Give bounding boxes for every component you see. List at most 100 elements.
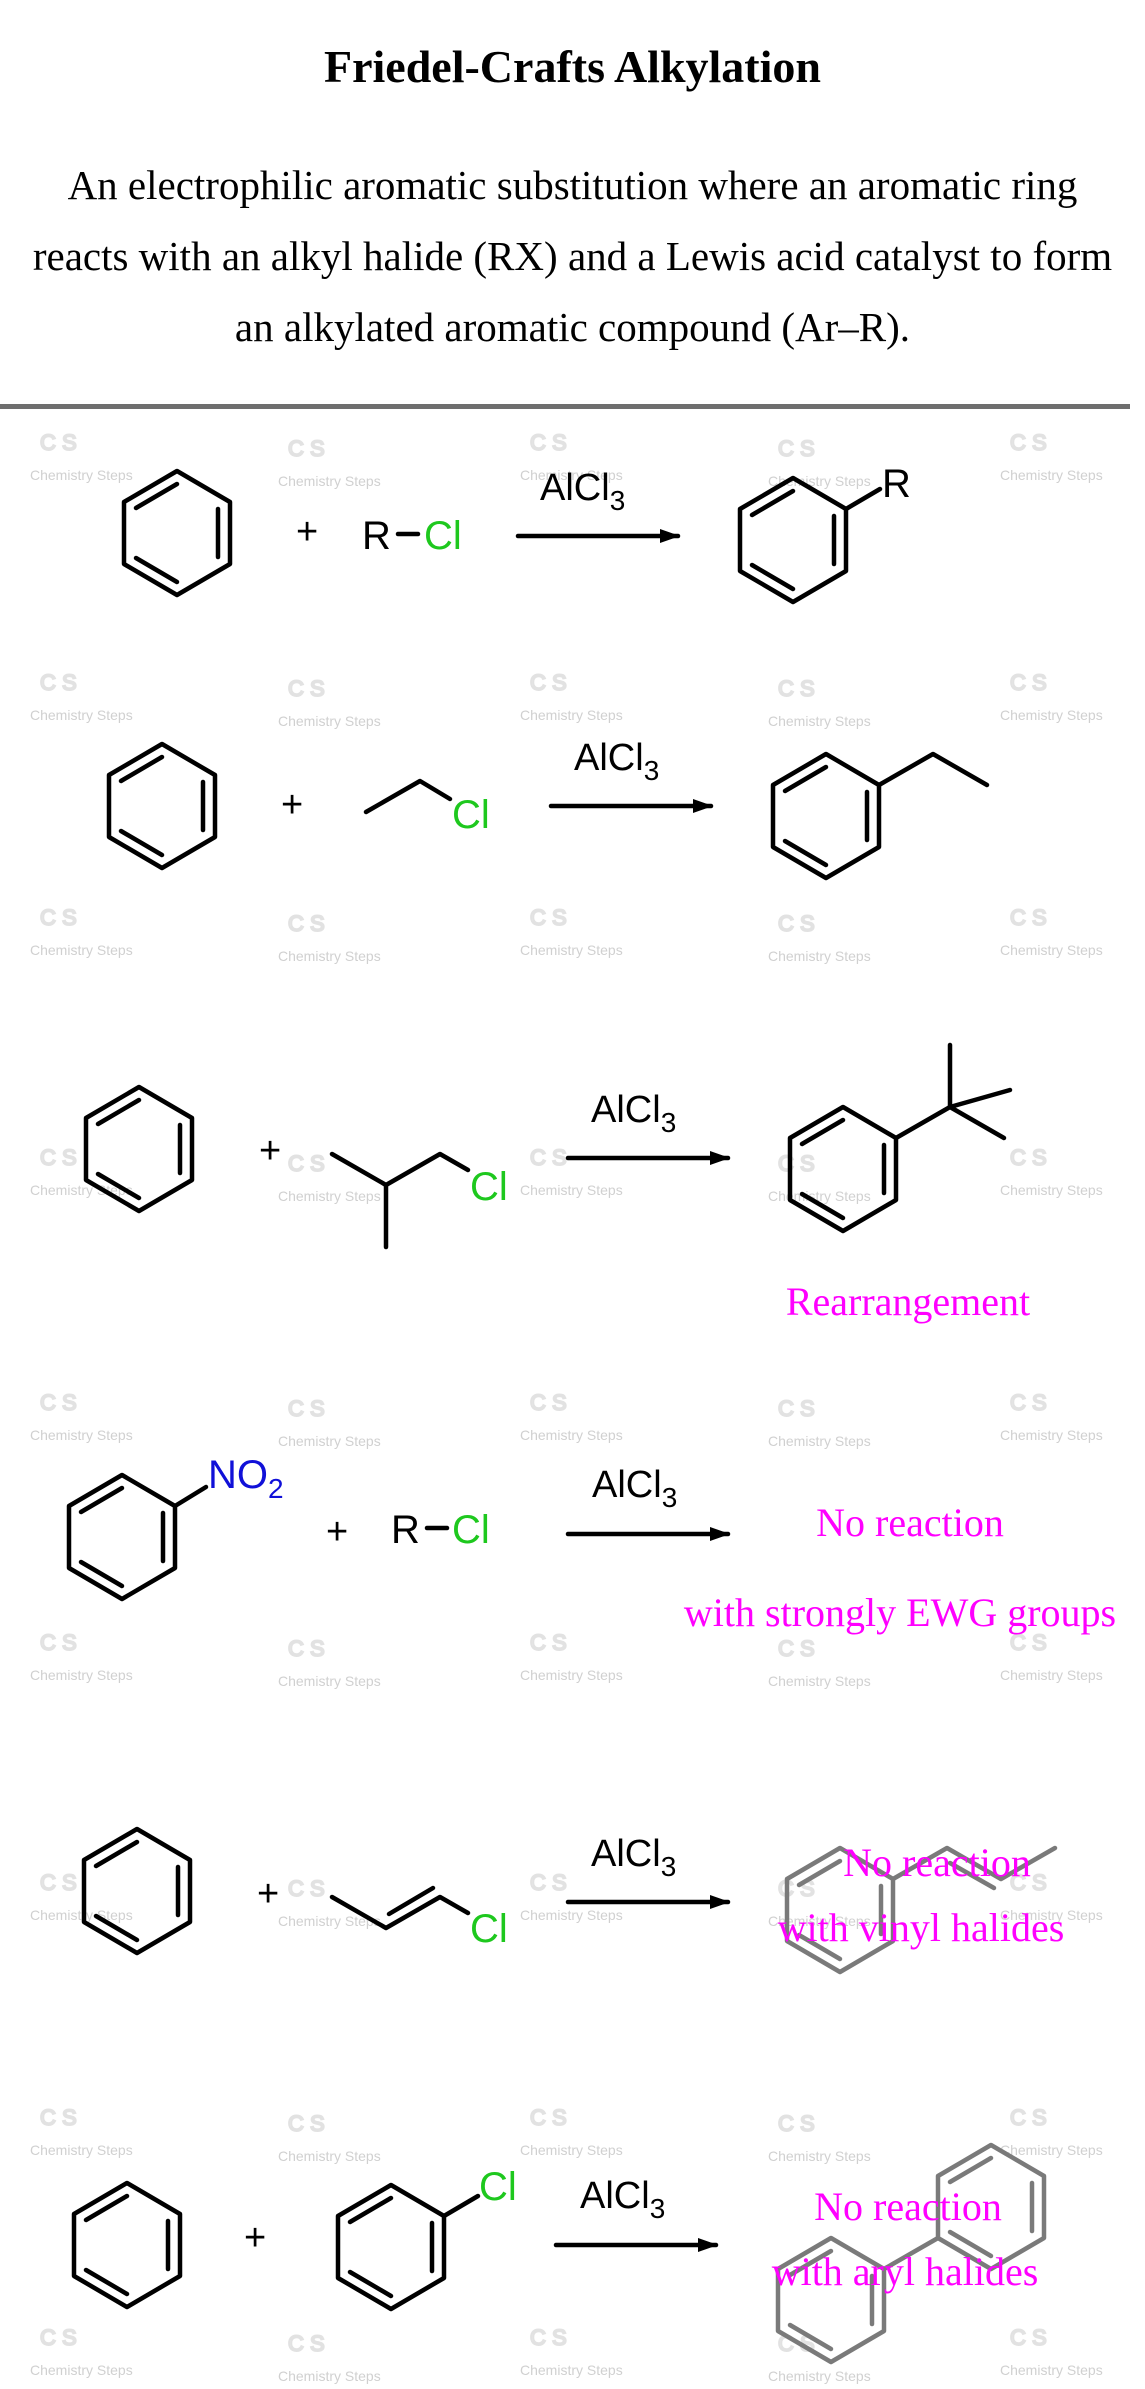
- watermark-text: Chemistry Steps: [278, 1188, 381, 1204]
- watermark-logo: C S: [40, 2325, 77, 2350]
- r-label: R: [362, 514, 391, 558]
- reaction-aryl-halide: + Cl AlCl3 No react: [71, 2142, 1047, 2365]
- watermark-text: Chemistry Steps: [768, 948, 871, 964]
- watermark-logo: C S: [288, 436, 325, 461]
- watermark-text: Chemistry Steps: [768, 2148, 871, 2164]
- watermark-text: Chemistry Steps: [520, 707, 623, 723]
- watermark-logo: C S: [530, 1390, 567, 1415]
- watermark-text: Chemistry Steps: [1000, 1182, 1103, 1198]
- watermark-text: Chemistry Steps: [520, 942, 623, 958]
- page-title: Friedel-Crafts Alkylation: [324, 41, 821, 92]
- rearrangement-note: Rearrangement: [786, 1279, 1030, 1324]
- watermark-text: Chemistry Steps: [768, 1433, 871, 1449]
- watermark-grid: C S Chemistry Steps C S Chemistry Steps C S C…: [30, 429, 1103, 2384]
- ewg-note: with strongly EWG groups: [684, 1590, 1116, 1635]
- watermark-text: Chemistry Steps: [30, 1907, 133, 1923]
- watermark-text: Chemistry Steps: [30, 2142, 133, 2158]
- watermark-text: Chemistry Steps: [30, 2362, 133, 2378]
- watermark-text: Chemistry Steps: [520, 1427, 623, 1443]
- aryl-note: with aryl halides: [772, 2249, 1039, 2294]
- watermark-text: Chemistry Steps: [1000, 467, 1103, 483]
- vinyl-chloride: Cl: [329, 1885, 508, 1951]
- alkylbenzene-product: R: [737, 462, 911, 605]
- watermark-logo: C S: [1010, 2325, 1047, 2350]
- cl-label: Cl: [479, 2165, 517, 2209]
- benzene-reactant: [83, 1084, 195, 1214]
- watermark-logo: C S: [530, 2105, 567, 2130]
- reaction-vinyl-halide: + Cl AlCl3 No reaction with vinyl halide…: [81, 1826, 1064, 1975]
- watermark-logo: C S: [1010, 1870, 1047, 1895]
- watermark-logo: C S: [40, 1870, 77, 1895]
- cl-label: Cl: [470, 1907, 508, 1951]
- watermark-logo: C S: [530, 905, 567, 930]
- catalyst-label: AlCl3: [574, 737, 659, 786]
- watermark-text: Chemistry Steps: [278, 1673, 381, 1689]
- watermark-text: Chemistry Steps: [768, 1673, 871, 1689]
- no-reaction-note: No reaction: [814, 2184, 1002, 2229]
- watermark-text: Chemistry Steps: [30, 942, 133, 958]
- watermark-text: Chemistry Steps: [278, 2148, 381, 2164]
- watermark-text: Chemistry Steps: [520, 1182, 623, 1198]
- watermark-logo: C S: [1010, 1145, 1047, 1170]
- cl-label: Cl: [424, 514, 462, 558]
- benzene-reactant: [81, 1826, 193, 1956]
- plus-sign: +: [296, 511, 318, 553]
- watermark-text: Chemistry Steps: [520, 1667, 623, 1683]
- watermark-logo: C S: [778, 1636, 815, 1661]
- catalyst-label: AlCl3: [580, 2175, 665, 2224]
- watermark-text: Chemistry Steps: [30, 1667, 133, 1683]
- watermark-logo: C S: [1010, 1630, 1047, 1655]
- watermark-logo: C S: [288, 1396, 325, 1421]
- watermark-text: Chemistry Steps: [278, 713, 381, 729]
- watermark-logo: C S: [40, 670, 77, 695]
- watermark-logo: C S: [40, 1390, 77, 1415]
- watermark-text: Chemistry Steps: [1000, 2142, 1103, 2158]
- nitro-group: NO2: [208, 1453, 284, 1504]
- benzene-reactant: [71, 2180, 183, 2310]
- watermark-text: Chemistry Steps: [278, 1433, 381, 1449]
- watermark-logo: C S: [530, 1145, 567, 1170]
- watermark-logo: C S: [778, 911, 815, 936]
- watermark-text: Chemistry Steps: [520, 2362, 623, 2378]
- plus-sign: +: [259, 1130, 281, 1172]
- plus-sign: +: [326, 1511, 348, 1553]
- watermark-text: Chemistry Steps: [768, 713, 871, 729]
- watermark-text: Chemistry Steps: [1000, 1427, 1103, 1443]
- divider: [0, 404, 1130, 409]
- biphenyl-ghost-product: [775, 2142, 1047, 2365]
- watermark-logo: C S: [40, 1630, 77, 1655]
- plus-sign: +: [244, 2217, 266, 2259]
- catalyst-label: AlCl3: [591, 1089, 676, 1138]
- watermark-text: Chemistry Steps: [30, 467, 133, 483]
- catalyst-label: AlCl3: [592, 1464, 677, 1513]
- watermark-logo: C S: [40, 2105, 77, 2130]
- watermark-logo: C S: [40, 1145, 77, 1170]
- alkyl-chloride-rx: R Cl: [391, 1508, 490, 1552]
- watermark-text: Chemistry Steps: [278, 948, 381, 964]
- watermark-logo: C S: [778, 436, 815, 461]
- watermark-logo: C S: [1010, 2105, 1047, 2130]
- no-reaction-note: No reaction: [843, 1840, 1031, 1885]
- reaction-ethyl-chloride: + Cl AlCl3: [106, 737, 990, 881]
- watermark-text: Chemistry Steps: [768, 2368, 871, 2384]
- watermark-logo: C S: [1010, 430, 1047, 455]
- watermark-text: Chemistry Steps: [1000, 1907, 1103, 1923]
- watermark-logo: C S: [1010, 670, 1047, 695]
- r-label: R: [391, 1508, 420, 1552]
- no-reaction-note: No reaction: [816, 1500, 1004, 1545]
- cl-label: Cl: [452, 1508, 490, 1552]
- benzene-reactant: [106, 741, 218, 871]
- plus-sign: +: [281, 784, 303, 826]
- watermark-text: Chemistry Steps: [1000, 1667, 1103, 1683]
- watermark-logo: C S: [288, 911, 325, 936]
- watermark-logo: C S: [530, 670, 567, 695]
- watermark-text: Chemistry Steps: [278, 2368, 381, 2384]
- watermark-logo: C S: [778, 676, 815, 701]
- watermark-logo: C S: [288, 2111, 325, 2136]
- reaction-general: + R Cl AlCl3 R: [121, 462, 911, 605]
- isobutyl-chloride: Cl: [329, 1151, 508, 1250]
- watermark-logo: C S: [1010, 1390, 1047, 1415]
- ethyl-chloride: Cl: [363, 778, 490, 837]
- watermark-logo: C S: [288, 1876, 325, 1901]
